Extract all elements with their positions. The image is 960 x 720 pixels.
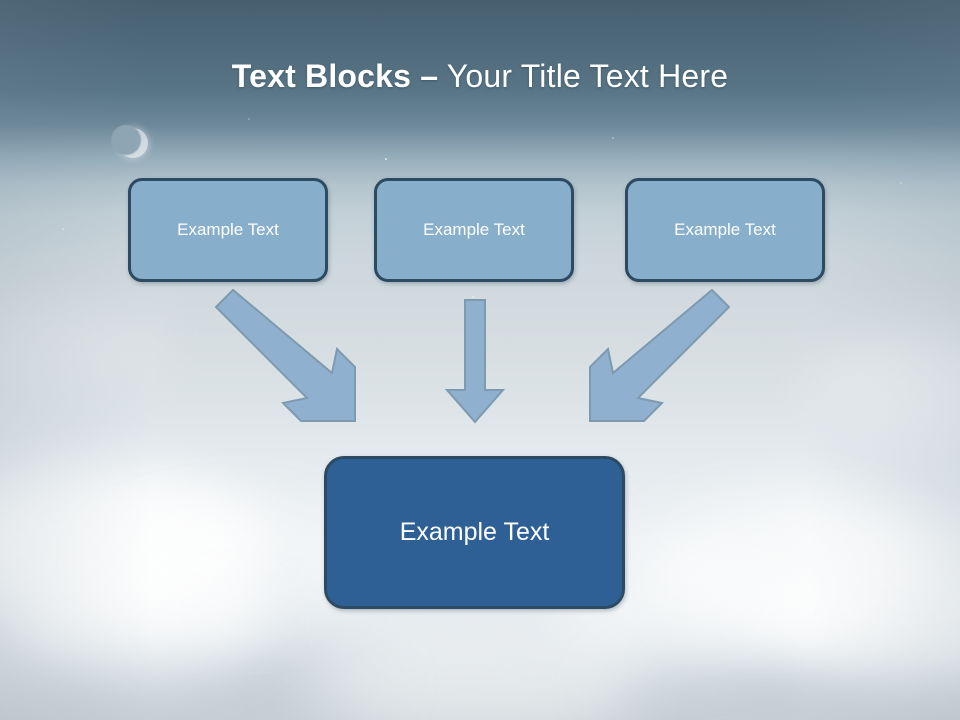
text-block-1[interactable]: Example Text	[128, 178, 328, 282]
text-block-2[interactable]: Example Text	[374, 178, 574, 282]
summary-text-block-label: Example Text	[399, 518, 550, 546]
slide-title: Text Blocks – Your Title Text Here	[0, 54, 960, 98]
text-block-2-label: Example Text	[423, 220, 525, 239]
text-block-3-label: Example Text	[674, 220, 776, 239]
block-arrow-down-icon	[444, 299, 506, 424]
crescent-moon-icon	[118, 128, 148, 158]
summary-text-block[interactable]: Example Text	[324, 456, 625, 609]
slide-title-bold: Text Blocks –	[231, 58, 439, 94]
slide-title-regular: Your Title Text Here	[438, 58, 729, 94]
block-arrow-down-right-icon	[214, 288, 356, 422]
text-block-1-label: Example Text	[177, 220, 279, 239]
text-block-3[interactable]: Example Text	[625, 178, 825, 282]
block-arrow-down-left-icon	[589, 288, 731, 422]
